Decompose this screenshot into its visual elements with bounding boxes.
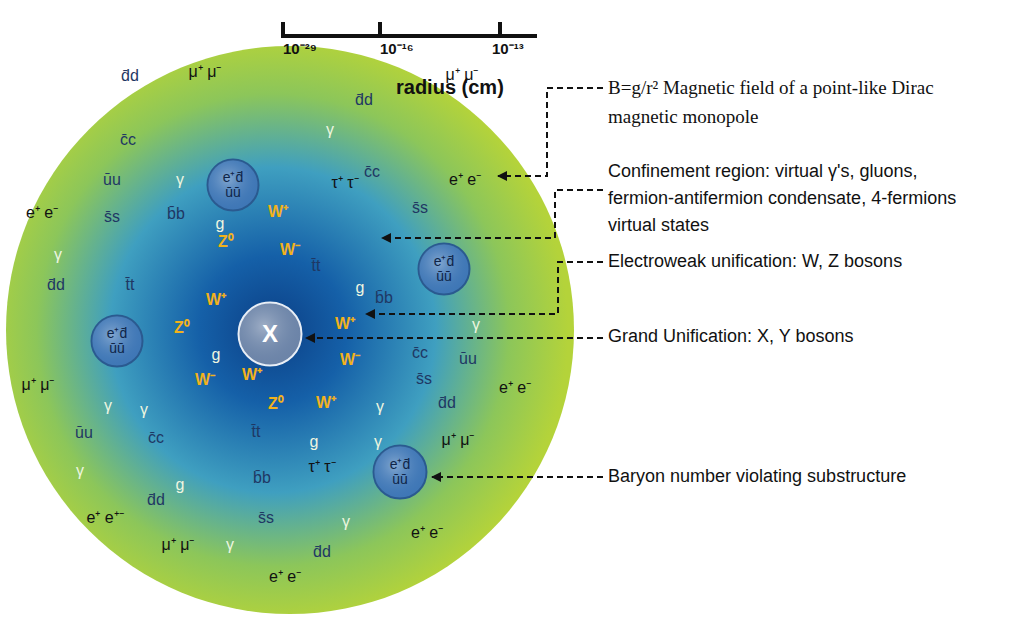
callout-text: Confinement region: virtual γ's, gluons,… (608, 158, 968, 239)
scale-value: 10⁻¹⁶ (380, 41, 414, 58)
particle-label: γ (326, 121, 334, 139)
circle-text-holder: e⁺d̄ūū (206, 158, 260, 212)
particle-label: W⁻ (195, 371, 215, 389)
callout-text: Electroweak unification: W, Z bosons (608, 248, 988, 275)
particle-label: s̄s (416, 370, 432, 388)
particle-label: W⁺ (268, 203, 288, 221)
particle-label: t̄t (252, 423, 261, 441)
particle-label: d̄d (438, 394, 456, 412)
particle-label: γ (374, 433, 382, 451)
circle-label: ūū (225, 185, 241, 200)
circle-text-holder: e⁺d̄ūū (417, 242, 471, 296)
particle-label: W⁻ (340, 351, 360, 369)
circle-text-holder: e⁺d̄ūū (372, 444, 428, 500)
particle-label: Z⁰ (174, 319, 190, 337)
particle-label: W⁺ (206, 291, 226, 309)
particle-label: e⁺ e⁻ (269, 568, 301, 586)
scale-value: 10⁻²⁹ (283, 41, 317, 58)
particle-label: W⁺ (242, 366, 262, 384)
particle-label: γ (226, 536, 234, 554)
particle-label: W⁺ (316, 394, 336, 412)
particle-label: s̄s (104, 208, 120, 226)
baryon-violating-circle: e⁺d̄ūū (206, 158, 260, 212)
particle-label: e⁺ e⁻ (499, 379, 531, 397)
particle-label: ūu (75, 424, 93, 442)
particle-label: W⁺ (335, 315, 355, 333)
leader-line (432, 476, 603, 478)
circle-text-holder: X (237, 301, 303, 367)
circle-label: e⁺d̄ (390, 457, 411, 472)
scale-tick (498, 22, 502, 36)
particle-label: γ (176, 171, 184, 189)
particle-label: γ (76, 462, 84, 480)
baryon-violating-circle: e⁺d̄ūū (417, 242, 471, 296)
particle-label: e⁺ e⁻ (411, 524, 443, 542)
particle-label: g (310, 433, 319, 451)
callout-text: Baryon number violating substructure (608, 463, 1008, 490)
particle-label: e⁺ e⁺⁻ (86, 509, 123, 527)
circle-label: e⁺d̄ (434, 254, 455, 269)
particle-label: γ (472, 316, 480, 334)
particle-label: s̄s (412, 199, 428, 217)
circle-label: ūū (436, 269, 452, 284)
particle-label: g (356, 279, 365, 297)
monopole-circle: d̄dμ⁺ μ⁻μ⁺ μ⁻d̄dc̄cγc̄ce⁺ e⁻ūuγτ⁺ τ⁻s̄sb… (5, 45, 575, 615)
particle-label: ūu (459, 350, 477, 368)
particle-label: Z⁰ (268, 395, 284, 413)
particle-label: γ (376, 398, 384, 416)
circle-label: e⁺d̄ (107, 326, 128, 341)
particle-label: g (212, 346, 221, 364)
particle-label: c̄c (120, 131, 136, 149)
circle-label: ūū (392, 472, 408, 487)
particle-label: b̄b (375, 289, 393, 307)
particle-label: d̄d (47, 276, 65, 294)
callout-text: Grand Unification: X, Y bosons (608, 323, 988, 350)
gut-core-circle: X (237, 301, 303, 367)
particle-label: g (176, 476, 185, 494)
leader-line (382, 190, 603, 238)
particle-label: γ (54, 246, 62, 264)
particle-label: b̄b (167, 205, 185, 223)
callout-text: B=g/r² Magnetic field of a point-like Di… (608, 74, 958, 131)
particle-label: γ (342, 513, 350, 531)
particle-label: b̄b (253, 469, 271, 487)
leader-line (498, 88, 603, 176)
particle-label: ūu (103, 171, 121, 189)
particle-label: Z⁰ (218, 233, 234, 251)
particle-label: μ⁺ μ⁻ (22, 376, 55, 394)
particle-label: τ⁺ τ⁻ (331, 174, 358, 192)
baryon-violating-circle: e⁺d̄ūū (372, 444, 428, 500)
particle-label: γ (104, 397, 112, 415)
axis-title: radius (cm) (396, 76, 504, 98)
particle-label: W⁻ (280, 241, 300, 259)
scale-tick (378, 22, 382, 36)
circle-label: e⁺d̄ (223, 170, 244, 185)
particle-label: γ (140, 401, 148, 419)
particle-label: d̄d (147, 491, 165, 509)
particle-label: e⁺ e⁻ (449, 171, 481, 189)
particle-label: d̄d (313, 543, 331, 561)
circle-label: ūū (109, 341, 125, 356)
particle-label: d̄d (121, 67, 139, 85)
particle-label: s̄s (258, 509, 274, 527)
particle-label: μ⁺ μ⁻ (162, 536, 195, 554)
particle-label: t̄t (126, 276, 135, 294)
scale-value: 10⁻¹³ (492, 41, 524, 58)
leader-line (306, 337, 603, 339)
particle-label: d̄d (355, 91, 373, 109)
baryon-violating-circle: e⁺d̄ūū (90, 314, 144, 368)
particle-label: c̄c (412, 344, 428, 362)
circle-label: X (262, 321, 278, 347)
circle-text-holder: e⁺d̄ūū (90, 314, 144, 368)
particle-label: c̄c (148, 429, 164, 447)
particle-label: c̄c (364, 163, 380, 181)
particle-label: τ⁺ τ⁻ (308, 458, 335, 476)
leader-line (366, 262, 603, 314)
particle-label: g (216, 215, 225, 233)
particle-label: t̄t (312, 257, 321, 275)
particle-label: μ⁺ μ⁻ (442, 431, 475, 449)
scale-tick (281, 22, 285, 36)
particle-label: e⁺ e⁻ (26, 204, 58, 222)
particle-label: μ⁺ μ⁻ (189, 63, 222, 81)
